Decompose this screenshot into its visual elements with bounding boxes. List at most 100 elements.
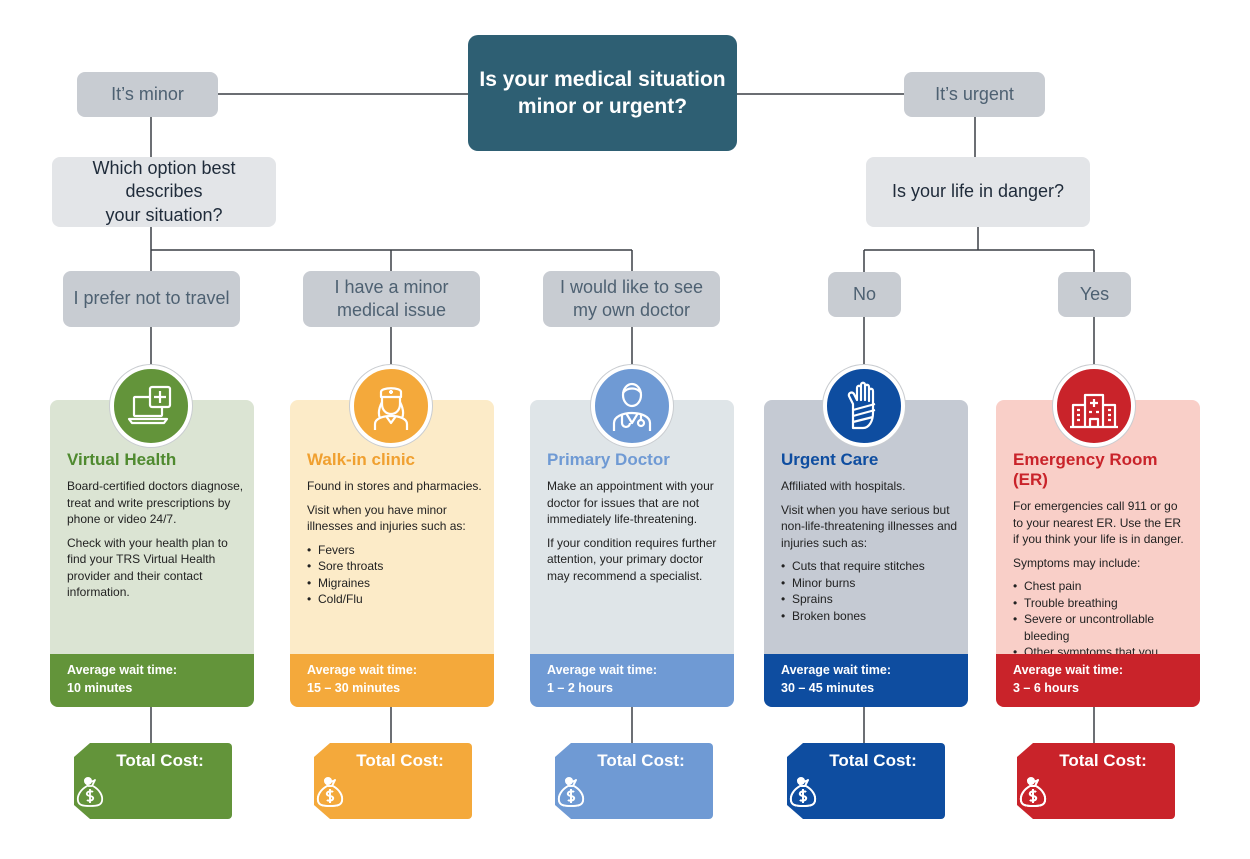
total-cost-label: Total Cost: <box>116 751 204 770</box>
total-cost-tag: Total Cost: <box>74 743 232 821</box>
root-question: Is your medical situation minor or urgen… <box>468 35 737 151</box>
card-bullet: Migraines <box>307 575 484 592</box>
wait-time-label: Average wait time: <box>1013 663 1123 677</box>
card-description: Affiliated with hospitals.Visit when you… <box>781 478 958 624</box>
card-bullet: Cuts that require stitches <box>781 558 958 575</box>
card-paragraph: For emergencies call 911 or go to your n… <box>1013 499 1184 547</box>
card-bullet: Trouble breathing <box>1013 595 1190 612</box>
minor-question: Which option best describes your situati… <box>52 157 276 227</box>
money-bag-icon <box>557 779 585 807</box>
card-bullet: Cold/Flu <box>307 591 484 608</box>
total-cost-label: Total Cost: <box>1059 751 1147 770</box>
root-question-line1: Is your medical situation <box>479 67 726 91</box>
hospital-icon <box>1053 365 1135 447</box>
card-paragraph: Visit when you have serious but non-life… <box>781 502 958 550</box>
branch-minor: It’s minor <box>77 72 218 117</box>
card-paragraph: Found in stores and pharmacies. <box>307 479 482 493</box>
card-title: Emergency Room (ER) <box>1013 450 1158 489</box>
money-bag-icon <box>1019 779 1047 807</box>
money-bag-icon <box>789 779 817 807</box>
wait-time-label: Average wait time: <box>307 663 417 677</box>
card-bullet: Sore throats <box>307 558 484 575</box>
money-bag-icon <box>76 779 104 807</box>
urgent-question: Is your life in danger? <box>866 157 1090 227</box>
total-cost-tag: Total Cost: <box>1017 743 1175 821</box>
total-cost-tag: Total Cost: <box>555 743 713 821</box>
total-cost-label: Total Cost: <box>356 751 444 770</box>
branch-urgent-label: It’s urgent <box>935 83 1014 104</box>
wait-time-value: 10 minutes <box>67 680 133 695</box>
card-bullet-list: FeversSore throatsMigrainesCold/Flu <box>307 542 484 608</box>
nurse-icon <box>350 365 432 447</box>
card-bullet: Sprains <box>781 591 958 608</box>
option-label: Yes <box>1079 283 1110 304</box>
card-bullet: Chest pain <box>1013 578 1190 595</box>
wait-time-value: 3 – 6 hours <box>1013 680 1079 695</box>
laptop-medical-icon <box>110 365 192 447</box>
urgent-question-label: Is your life in danger? <box>891 181 1065 202</box>
wait-time-band: Average wait time: 15 – 30 minutes <box>290 654 494 707</box>
total-cost-tag: Total Cost: <box>314 743 472 821</box>
option-yes: Yes <box>1058 272 1131 317</box>
doctor-icon <box>591 365 673 447</box>
card-title: Urgent Care <box>781 450 879 469</box>
option-not-travel: I prefer not to travel <box>63 271 240 327</box>
option-no: No <box>828 272 901 317</box>
card-bullet-list: Cuts that require stitchesMinor burnsSpr… <box>781 558 958 624</box>
option-label-line2: medical issue <box>336 300 447 320</box>
card-paragraph: Board-certified doctors diagnose, treat … <box>67 479 244 527</box>
card-bullet: Broken bones <box>781 608 958 625</box>
card-paragraph: If your condition requires further atten… <box>547 535 717 583</box>
wait-time-label: Average wait time: <box>781 663 891 677</box>
card-description: Make an appointment with your doctor for… <box>547 478 724 584</box>
minor-question-line2: your situation? <box>105 204 223 225</box>
option-label: I prefer not to travel <box>73 288 230 309</box>
wait-time-label: Average wait time: <box>67 663 177 677</box>
card-description: Board-certified doctors diagnose, treat … <box>67 478 244 601</box>
card-bullet: Minor burns <box>781 575 958 592</box>
card-title: Walk-in clinic <box>307 450 416 469</box>
wait-time-band: Average wait time: 3 – 6 hours <box>996 654 1200 707</box>
card-title: Primary Doctor <box>547 450 670 469</box>
wait-time-value: 30 – 45 minutes <box>781 680 875 695</box>
card-paragraph: Check with your health plan to find your… <box>67 535 228 600</box>
total-cost-tag: Total Cost: <box>787 743 945 821</box>
branch-minor-label: It’s minor <box>111 83 184 104</box>
card-title: Virtual Health <box>67 450 177 469</box>
card-paragraph: Symptoms may include: <box>1013 555 1141 570</box>
money-bag-icon <box>316 779 344 807</box>
card-description: Found in stores and pharmacies. Visit whe… <box>307 478 484 608</box>
care-card: Emergency Room (ER) For emergencies call … <box>996 400 1200 707</box>
wait-time-label: Average wait time: <box>547 663 657 677</box>
card-description: For emergencies call 911 or go to your n… <box>1013 498 1190 677</box>
card-paragraph: Visit when you have minor illnesses and … <box>307 502 466 534</box>
bandaged-hand-icon <box>823 365 905 447</box>
wait-time-value: 1 – 2 hours <box>547 680 613 695</box>
wait-time-value: 15 – 30 minutes <box>307 680 401 695</box>
card-bullet: Severe or uncontrollable bleeding <box>1013 611 1190 644</box>
option-label: No <box>852 283 876 304</box>
wait-time-band: Average wait time: 10 minutes <box>50 654 254 707</box>
option-label-line2: my own doctor <box>572 300 691 320</box>
option-label-line1: I have a minor <box>334 276 449 297</box>
total-cost-label: Total Cost: <box>829 751 917 770</box>
minor-question-line1: Which option best describes <box>92 157 236 202</box>
card-paragraph: Make an appointment with your doctor for… <box>547 479 714 527</box>
card-bullet: Fevers <box>307 542 484 559</box>
root-question-line2: minor or urgent? <box>517 95 688 118</box>
total-cost-label: Total Cost: <box>597 751 685 770</box>
wait-time-band: Average wait time: 30 – 45 minutes <box>764 654 968 707</box>
option-label-line1: I would like to see <box>559 276 704 297</box>
option-minor-issue: I have a minor medical issue <box>303 271 480 327</box>
wait-time-band: Average wait time: 1 – 2 hours <box>530 654 734 707</box>
